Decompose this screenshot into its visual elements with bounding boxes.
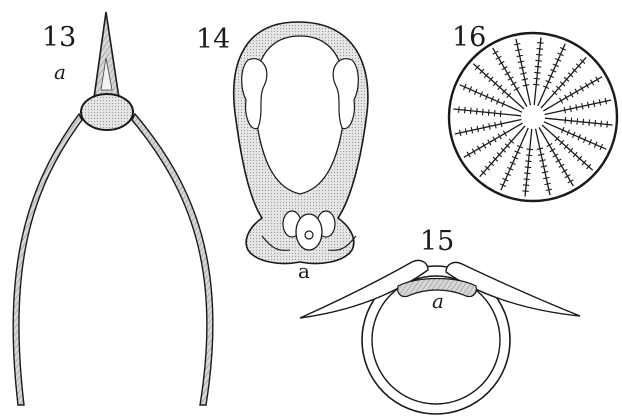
figure-16-spine	[476, 108, 477, 114]
figure-13-right-arm	[132, 114, 213, 405]
figure-16-spine	[571, 118, 572, 124]
figure-16-spine	[565, 117, 566, 123]
figure-16-spine	[589, 119, 590, 125]
figure-14-number: 14	[196, 24, 230, 55]
figure-16-spine	[525, 167, 531, 168]
figure-16-disc	[449, 33, 617, 201]
figure-16-spine	[524, 179, 530, 180]
figure-16-spine	[534, 78, 540, 79]
figure-14-cell-center	[296, 214, 322, 250]
figure-16-spine	[500, 111, 501, 117]
figure-16-spine	[465, 107, 466, 113]
figure-16-spine	[494, 110, 495, 116]
figure-13-label-a: a	[54, 60, 66, 84]
figure-16-spine	[525, 161, 531, 162]
figure-16-spine	[535, 66, 541, 67]
figure-15-number: 15	[420, 226, 454, 257]
figure-16-number: 16	[452, 22, 486, 53]
figure-16-spine	[607, 121, 608, 127]
figure-16-spine	[583, 119, 584, 125]
figure-16-spine	[595, 120, 596, 126]
figure-14: 14 a	[196, 22, 368, 283]
figure-16-spine	[488, 109, 489, 115]
figure-16-spine	[459, 106, 460, 112]
figure-13-left-arm	[13, 114, 82, 405]
figure-16-spine	[535, 60, 541, 61]
figure-16-spine	[533, 84, 539, 85]
figure-16: 16	[449, 22, 617, 201]
figure-13-central-body	[81, 94, 133, 130]
figure-16-spine	[534, 72, 540, 73]
figure-16-spine	[601, 121, 602, 127]
figure-16-spine	[522, 191, 528, 192]
figure-13-number: 13	[42, 22, 76, 53]
figure-16-spine	[482, 109, 483, 115]
figure-16-spine	[536, 54, 542, 55]
figure-14-label-a: a	[298, 259, 310, 283]
figure-15-label-a: a	[432, 289, 444, 313]
figure-16-spine	[524, 173, 530, 174]
figure-16-spine	[526, 155, 532, 156]
figure-16-spine	[537, 49, 543, 50]
figure-16-spine	[523, 185, 529, 186]
figure-13: 13 a	[13, 12, 213, 405]
figure-16-spine	[527, 149, 533, 150]
figure-16-spine	[577, 118, 578, 124]
figure-16-spine	[470, 108, 471, 114]
figure-16-spine	[537, 43, 543, 44]
